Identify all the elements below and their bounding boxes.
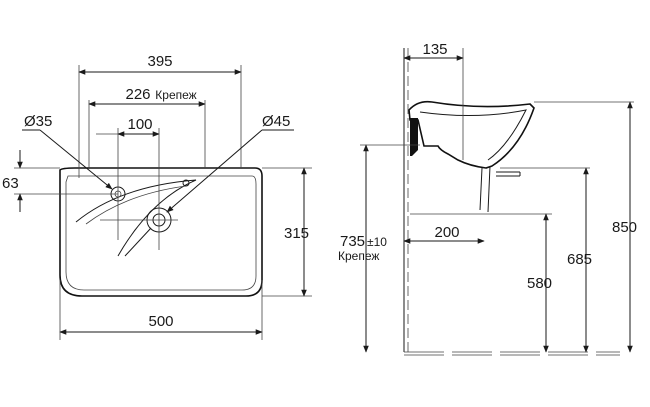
bowl-crescent-inner — [85, 185, 187, 225]
leader-dia-45 — [166, 129, 263, 213]
dim-735: 735 — [340, 233, 365, 250]
dim-395: 395 — [147, 53, 172, 70]
dim-500: 500 — [148, 313, 173, 330]
wall-bracket — [410, 118, 418, 156]
dim-dia-35: Ø35 — [24, 113, 52, 130]
dim-200: 200 — [434, 224, 459, 241]
dim-850: 850 — [612, 219, 637, 236]
dim-685: 685 — [567, 251, 592, 268]
dim-315: 315 — [284, 225, 309, 242]
top-view: 395 226 Крепеж 100 Ø35 Ø45 63 315 500 — [2, 53, 312, 340]
dim-580: 580 — [527, 275, 552, 292]
dim-100: 100 — [127, 116, 152, 133]
mount-label-side: Крепеж — [338, 249, 379, 263]
leader-dia-35 — [39, 129, 113, 190]
overflow-hole — [182, 179, 190, 187]
basin-side-profile — [408, 100, 535, 169]
dim-63: 63 — [2, 175, 19, 192]
dim-135: 135 — [422, 41, 447, 58]
dim-tolerance-10: ±10 — [367, 235, 387, 249]
drain-pipe — [479, 165, 491, 213]
basin-top-inner-outline — [65, 175, 257, 291]
dim-226: 226 — [125, 86, 150, 103]
dim-dia-45: Ø45 — [262, 113, 290, 130]
bowl-crescent — [75, 179, 197, 257]
basin-side-inner — [419, 109, 527, 161]
side-view: 135 735 ±10 Крепеж 200 580 685 850 — [338, 41, 637, 356]
mount-label-top: Крепеж — [155, 88, 196, 102]
